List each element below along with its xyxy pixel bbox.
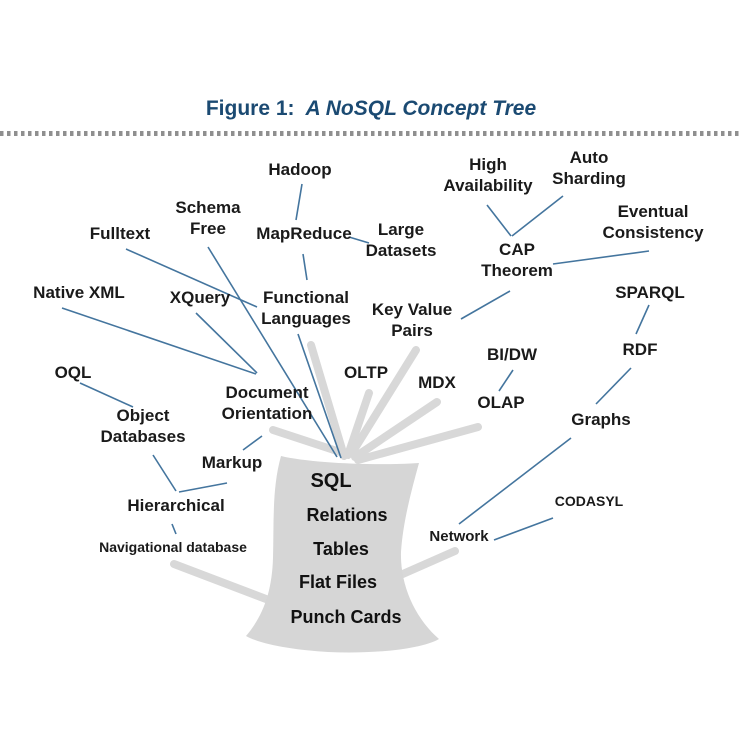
- edge-mapreduce-functional-languages: [302, 253, 308, 281]
- node-large-datasets: Large Datasets: [365, 220, 437, 260]
- dotted-divider: [0, 131, 742, 136]
- node-bi-dw: BI/DW: [486, 345, 538, 364]
- node-document-orientation: Document Orientation: [221, 383, 313, 423]
- node-key-value-pairs: Key Value Pairs: [371, 300, 453, 340]
- edge-hierarchical-navigational-database: [171, 523, 177, 535]
- edge-cap-theorem-key-value-pairs: [460, 290, 511, 320]
- edge-cap-theorem-eventual-consistency: [552, 250, 650, 265]
- node-auto-sharding: Auto Sharding: [552, 148, 626, 188]
- figure-title-main: A NoSQL Concept Tree: [305, 97, 537, 120]
- branch-mdx: [351, 398, 441, 461]
- edge-xquery-document-orientation: [195, 312, 258, 374]
- trunk-label-sql: SQL: [310, 470, 352, 492]
- node-network: Network: [429, 528, 489, 545]
- edge-markup-document-orientation: [242, 435, 263, 451]
- node-sparql: SPARQL: [615, 283, 685, 302]
- node-markup: Markup: [201, 453, 263, 472]
- node-hierarchical: Hierarchical: [127, 496, 225, 515]
- branch-olap: [354, 423, 482, 464]
- edge-graphs-network: [458, 437, 572, 525]
- branch-functional-languages: [307, 341, 348, 460]
- edge-rdf-graphs: [595, 367, 632, 405]
- branch-key-value-pairs: [348, 346, 420, 457]
- node-olap: OLAP: [477, 393, 525, 412]
- node-graphs: Graphs: [571, 410, 631, 429]
- node-oql: OQL: [54, 363, 92, 382]
- edge-hadoop-mapreduce: [295, 183, 303, 221]
- branch-document-orientation: [269, 426, 344, 456]
- node-mdx: MDX: [418, 373, 456, 392]
- concept-edges: [61, 183, 650, 541]
- node-functional-languages: Functional Languages: [261, 288, 351, 328]
- node-high-availability: High Availability: [443, 155, 533, 195]
- node-eventual-consistency: Eventual Consistency: [602, 202, 704, 242]
- node-oltp: OLTP: [343, 363, 389, 382]
- edge-network-codasyl: [493, 517, 554, 541]
- node-cap-theorem: CAP Theorem: [481, 240, 553, 280]
- trunk-label-relations: Relations: [306, 505, 388, 525]
- figure-title-prefix: Figure 1:: [205, 97, 295, 120]
- edge-bidw-olap: [498, 369, 514, 392]
- node-fulltext: Fulltext: [89, 224, 151, 243]
- node-native-xml: Native XML: [33, 283, 125, 302]
- edge-auto-sharding-cap-theorem: [511, 195, 564, 237]
- trunk-label-flat-files: Flat Files: [298, 572, 378, 592]
- branch-navigational-database: [170, 560, 270, 603]
- node-object-databases: Object Databases: [100, 406, 186, 446]
- edge-schema-free-trunk: [207, 246, 338, 458]
- edge-object-databases-hierarchical: [152, 454, 177, 492]
- edge-functional-languages-trunk: [297, 333, 342, 459]
- branch-network: [392, 547, 459, 581]
- tree-branches: [170, 341, 482, 603]
- node-mapreduce: MapReduce: [256, 224, 352, 243]
- node-schema-free: Schema Free: [175, 198, 241, 238]
- edge-markup-hierarchical: [178, 482, 228, 493]
- node-codasyl: CODASYL: [554, 493, 624, 509]
- edge-fulltext-xquery: [125, 248, 258, 308]
- branch-oltp: [344, 389, 373, 459]
- node-navigational-database: Navigational database: [99, 539, 247, 555]
- node-xquery: XQuery: [169, 288, 231, 307]
- edge-oql-object-databases: [79, 382, 134, 408]
- edge-native-xml-document-orientation: [61, 307, 257, 375]
- edge-sparql-rdf: [635, 304, 650, 335]
- node-hadoop: Hadoop: [268, 160, 332, 179]
- trunk-label-tables: Tables: [313, 539, 369, 559]
- figure-title: Figure 1: A NoSQL Concept Tree: [0, 96, 742, 122]
- node-rdf: RDF: [622, 340, 658, 359]
- edge-high-availability-cap-theorem: [486, 204, 512, 237]
- trunk-label-punch-cards: Punch Cards: [290, 607, 402, 627]
- tree-trunk-shape: [246, 456, 439, 653]
- edge-mapreduce-large-datasets: [348, 236, 370, 244]
